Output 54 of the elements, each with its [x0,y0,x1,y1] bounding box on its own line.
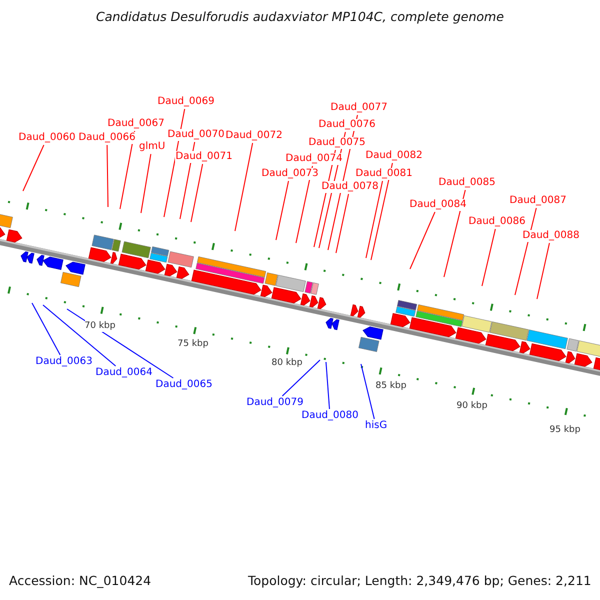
gene-label: glmU [138,141,166,153]
leader-line [234,142,254,232]
leader-line [106,144,108,208]
gene-label: Daud_0073 [260,168,320,180]
leader-line [482,228,496,286]
leader-line [22,144,44,192]
genome-info-text: Topology: circular; Length: 2,349,476 bp; Genes: 2,211 [248,575,592,587]
gene-label: Daud_0080 [300,410,360,422]
leader-line [410,212,436,270]
gene-label: Daud_0079 [246,397,304,409]
gene-label: Daud_0085 [438,177,496,189]
gene-label: Daud_0074 [284,153,344,165]
leader-line [32,302,61,356]
gene-label: Daud_0078 [320,181,380,193]
gene-label: Daud_0063 [34,356,94,368]
leader-line [276,180,290,240]
gene-label: Daud_0065 [154,379,214,391]
leader-line [370,162,393,260]
leader-line [140,154,152,214]
gene-label: Daud_0075 [308,137,366,149]
gene-label: Daud_0076 [318,119,376,131]
leader-line [336,194,350,254]
gene-label: Daud_0067 [106,118,166,130]
gene-label: Daud_0072 [224,130,284,142]
scale-label: 80 kbp [272,357,302,369]
gene-label: Daud_0081 [354,168,414,180]
gene-label: Daud_0064 [94,367,154,379]
leader-line [326,362,330,410]
gene-label: Daud_0069 [156,96,216,108]
scale-label: 70 kbp [84,320,116,332]
gene-label: Daud_0087 [508,195,568,207]
gene-label: Daud_0070 [166,129,226,141]
leader-line [282,360,320,396]
scale-label: 85 kbp [376,380,406,392]
leader-line [366,180,383,258]
leader-line [360,364,375,420]
gene-label: Daud_0071 [174,151,234,163]
leader-line [514,208,537,296]
scale-label: 90 kbp [456,400,488,412]
leader-line [536,242,550,300]
gene-label: Daud_0082 [364,150,424,162]
scale-label: 95 kbp [550,424,580,436]
leader-line [42,304,116,366]
scale-label: 75 kbp [178,338,208,350]
gene-label: Daud_0084 [408,199,468,211]
accession-text: Accession: NC_010424 [9,575,152,587]
gene-label: Daud_0086 [468,216,526,228]
gene-label: Daud_0060 [18,132,76,144]
gene-label: Daud_0066 [78,132,136,144]
leader-line [444,190,466,278]
gene-label: Daud_0088 [522,230,580,242]
gene-label: Daud_0077 [330,102,388,114]
diagram-title: Candidatus Desulforudis audaxviator MP104C, complete genome [96,11,504,23]
leader-line [190,164,204,222]
